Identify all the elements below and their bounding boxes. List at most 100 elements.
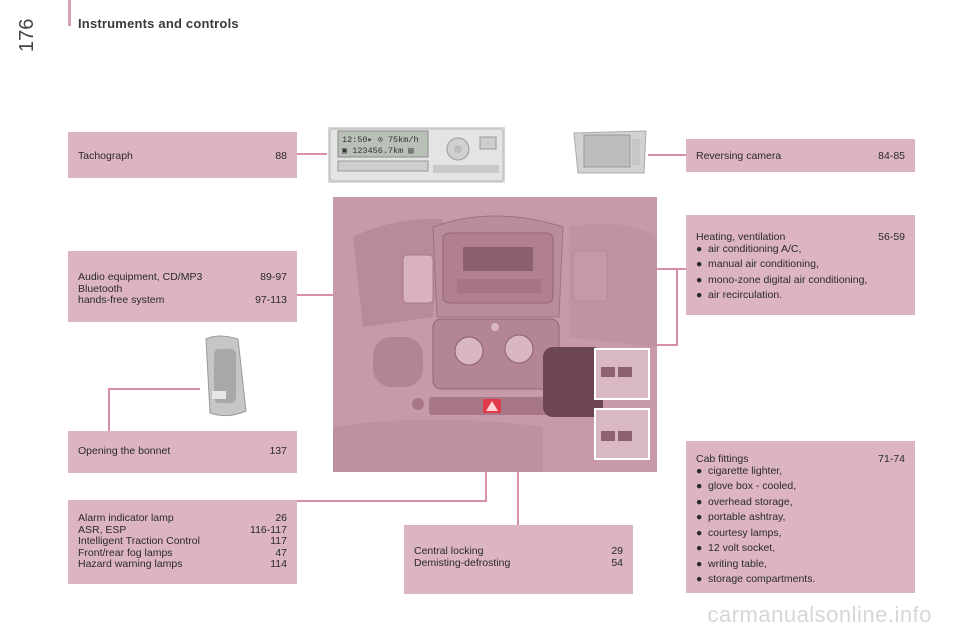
alarm-row: Hazard warning lamps 114	[78, 558, 287, 571]
bullet-icon: ●	[696, 242, 703, 255]
tachograph-image: 12:50▸ ⊙ 75km/h ▣ 123456.7km ▤	[328, 127, 505, 183]
cab-item: ● cigarette lighter,	[696, 464, 905, 478]
cab-item: ● 12 volt socket,	[696, 542, 905, 555]
alarm-row: ASR, ESP 116-117	[78, 523, 287, 537]
audio-pages: 89-97	[260, 271, 287, 283]
reversing-camera-image	[570, 127, 650, 177]
cab-item: ● glove box - cooled,	[696, 480, 905, 493]
alarm-pages: 26	[275, 512, 287, 524]
audio-label: Bluetooth	[78, 282, 123, 295]
bullet-icon: ●	[696, 273, 703, 286]
bonnet-box: Opening the bonnet 137	[68, 431, 297, 473]
audio-pages: 97-113	[255, 294, 287, 306]
cab-item-text: storage compartments.	[708, 573, 816, 585]
central-pages: 29	[611, 545, 623, 557]
cab-item: ● portable ashtray,	[696, 511, 905, 524]
bonnet-label: Opening the bonnet	[78, 445, 171, 457]
cab-box: Cab fittings 71-74 ● cigarette lighter, ●…	[686, 441, 915, 593]
cab-row: Cab fittings 71-74	[696, 453, 905, 466]
bullet-icon: ●	[696, 542, 703, 554]
tachograph-box: Tachograph 88	[68, 132, 297, 178]
camera-pages: 84-85	[878, 150, 905, 162]
cab-item: ● writing table,	[696, 557, 905, 571]
bullet-icon: ●	[696, 511, 703, 523]
camera-box: Reversing camera 84-85	[686, 139, 915, 172]
audio-label: hands-free system	[78, 294, 165, 306]
leader-bonnet-h	[108, 388, 200, 390]
tachograph-row: Tachograph 88	[78, 150, 287, 163]
audio-row: Bluetooth	[78, 282, 287, 296]
cab-item: ● overhead storage,	[696, 495, 905, 509]
dashboard-image	[333, 197, 657, 472]
bonnet-row: Opening the bonnet 137	[78, 445, 287, 458]
leader-heating-v	[676, 268, 678, 346]
camera-label: Reversing camera	[696, 150, 782, 162]
heating-item: ● manual air conditioning,	[696, 258, 905, 271]
bullet-icon: ●	[696, 526, 703, 539]
alarm-pages: 117	[270, 535, 287, 547]
watermark: carmanualsonline.info	[707, 602, 932, 627]
bonnet-handle-image	[198, 333, 254, 419]
alarm-row: Alarm indicator lamp 26	[78, 512, 287, 525]
central-label: Demisting-defrosting	[414, 556, 511, 569]
page-number: 176	[16, 18, 38, 52]
heating-item-text: air recirculation.	[708, 289, 783, 301]
cab-item-text: portable ashtray,	[708, 511, 786, 523]
leader-tachograph	[297, 153, 327, 155]
cab-item: ● storage compartments.	[696, 573, 905, 586]
alarm-pages: 47	[275, 546, 287, 559]
cab-item-text: writing table,	[708, 557, 767, 570]
cab-item-text: overhead storage,	[708, 495, 793, 508]
leader-camera	[648, 154, 686, 156]
cab-item-text: glove box - cooled,	[708, 480, 797, 492]
bullet-icon: ●	[696, 480, 703, 492]
audio-row: Audio equipment, CD/MP3 89-97	[78, 271, 287, 284]
central-box: Central locking 29 Demisting-defrosting 54	[404, 525, 633, 594]
tachograph-line-2: ▣ 123456.7km ▤	[342, 146, 413, 156]
cab-item-text: courtesy lamps,	[708, 526, 782, 539]
alarm-label: Hazard warning lamps	[78, 558, 183, 570]
camera-row: Reversing camera 84-85	[696, 150, 905, 163]
cab-item-text: cigarette lighter,	[708, 464, 783, 477]
leader-bonnet-v	[108, 388, 110, 432]
bullet-icon: ●	[696, 258, 703, 270]
alarm-pages: 116-117	[250, 523, 287, 536]
alarm-pages: 114	[270, 558, 287, 570]
leader-alarm-h	[297, 500, 487, 502]
section-title: Instruments and controls	[78, 16, 239, 31]
bullet-icon: ●	[696, 573, 703, 585]
heating-row: Heating, ventilation 56-59	[696, 231, 905, 244]
alarm-row: Intelligent Traction Control 117	[78, 535, 287, 548]
heating-item-text: air conditioning A/C,	[708, 242, 802, 255]
central-label: Central locking	[414, 545, 484, 557]
alarm-label: Intelligent Traction Control	[78, 535, 200, 547]
alarm-box: Alarm indicator lamp 26 ASR, ESP 116-117 I…	[68, 500, 297, 584]
heating-item-text: manual air conditioning,	[708, 258, 819, 270]
alarm-label: ASR, ESP	[78, 523, 127, 536]
cab-item: ● courtesy lamps,	[696, 526, 905, 540]
heating-item: ●mono-zone digital air conditioning,	[696, 273, 905, 287]
alarm-label: Front/rear fog lamps	[78, 546, 173, 559]
bullet-icon: ●	[696, 557, 703, 570]
bullet-icon: ●	[696, 464, 703, 477]
heating-box: Heating, ventilation 56-59 ● air conditio…	[686, 215, 915, 315]
heating-label: Heating, ventilation	[696, 231, 786, 243]
audio-label: Audio equipment, CD/MP3	[78, 271, 203, 283]
bullet-icon: ●	[696, 495, 703, 508]
tachograph-line-1: 12:50▸ ⊙ 75km/h	[342, 135, 419, 145]
audio-box: Audio equipment, CD/MP3 89-97 Bluetooth h…	[68, 251, 297, 322]
cab-item-text: 12 volt socket,	[708, 542, 776, 554]
cab-pages: 71-74	[878, 453, 905, 465]
tachograph-label: Tachograph	[78, 150, 133, 162]
bonnet-pages: 137	[269, 445, 287, 457]
header-accent-bar	[68, 0, 71, 26]
central-row: Demisting-defrosting 54	[414, 556, 623, 570]
alarm-label: Alarm indicator lamp	[78, 512, 174, 524]
cab-label: Cab fittings	[696, 453, 749, 465]
tachograph-pages: 88	[275, 150, 287, 162]
heating-pages: 56-59	[878, 231, 905, 243]
heating-item: ●air recirculation.	[696, 289, 905, 302]
central-pages: 54	[611, 556, 623, 569]
heating-item: ● air conditioning A/C,	[696, 242, 905, 256]
alarm-row: Front/rear fog lamps 47	[78, 546, 287, 560]
